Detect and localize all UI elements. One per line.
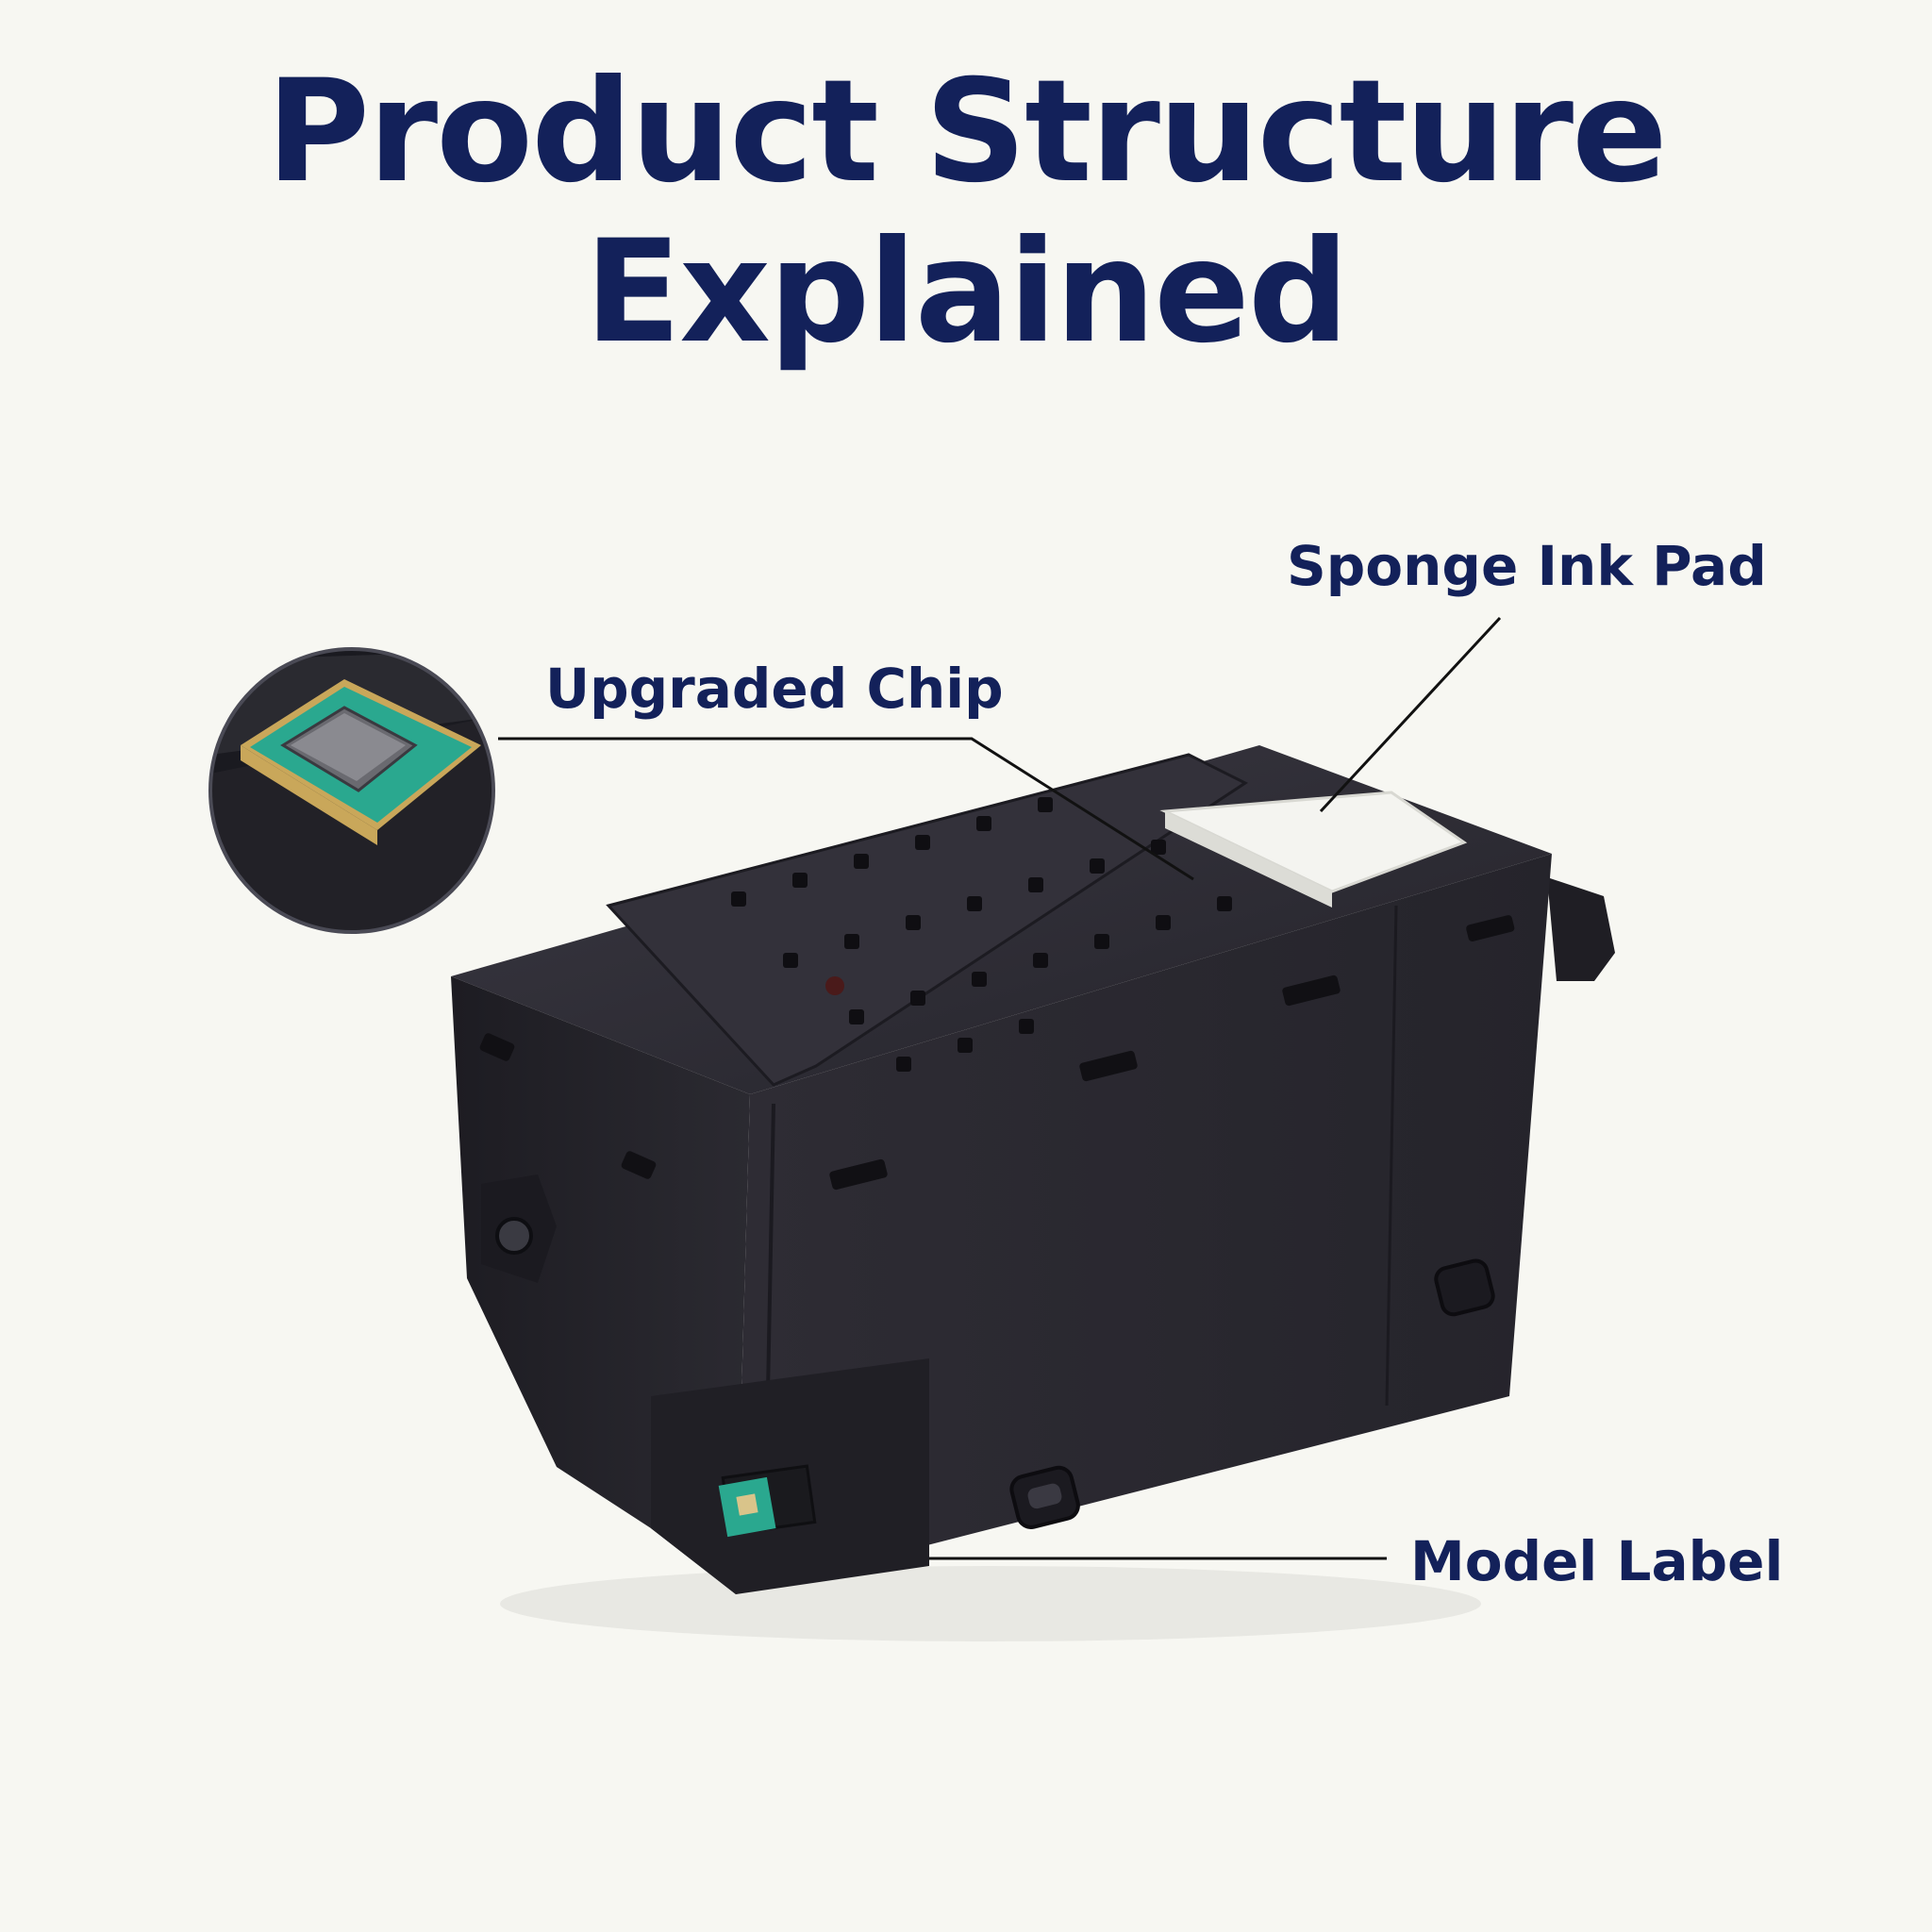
page-title: Product Structure Explained [0,52,1932,373]
title-line-2: Explained [584,210,1350,375]
callout-model-label: Model Label [1410,1529,1784,1593]
sponge-leader-line [1319,616,1502,813]
chip-magnified-icon [208,647,495,934]
callout-upgraded-chip: Upgraded Chip [545,657,1004,721]
title-line-1: Product Structure [266,50,1668,214]
maintenance-box-icon [451,745,1615,1641]
callout-sponge-ink-pad: Sponge Ink Pad [1287,534,1767,598]
chip-leader-line [498,737,1194,881]
callout-lines [498,616,1502,1560]
